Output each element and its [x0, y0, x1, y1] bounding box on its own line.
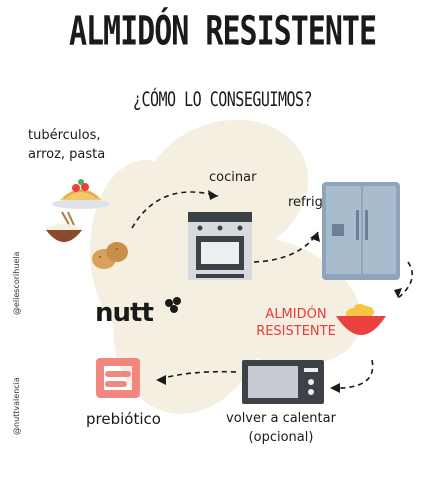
logo-leaf-icon — [165, 297, 181, 313]
potatoes-icon — [92, 242, 128, 269]
potato-bowl-icon — [336, 304, 386, 335]
page-title: ALMIDÓN RESISTENTE — [68, 8, 377, 56]
refrigerator-icon — [322, 182, 400, 280]
label-resistant-starch: ALMIDÓN RESISTENTE — [256, 307, 336, 339]
label-source-foods: tubérculos, arroz, pasta — [28, 128, 106, 162]
label-prebiotic: prebiótico — [86, 410, 161, 428]
pasta-plate-icon — [52, 179, 110, 209]
nutt-logo: nutt — [95, 298, 154, 328]
arrow-to-prebiotic — [155, 370, 237, 381]
label-reheat: volver a calentar (opcional) — [226, 411, 336, 445]
arrow-to-microwave — [329, 359, 374, 389]
intestine-icon — [96, 358, 140, 398]
page-subtitle: ¿CÓMO LO CONSEGUIMOS? — [132, 88, 313, 112]
stove-oven-icon — [188, 212, 252, 280]
arrow-to-fridge — [253, 231, 319, 263]
arrow-to-cook — [131, 191, 219, 229]
label-cook: cocinar — [209, 170, 257, 185]
microwave-icon — [242, 360, 324, 404]
rice-bowl-icon — [46, 211, 82, 242]
arrow-to-bowl — [397, 261, 414, 299]
logo-text: nutt — [95, 298, 154, 328]
